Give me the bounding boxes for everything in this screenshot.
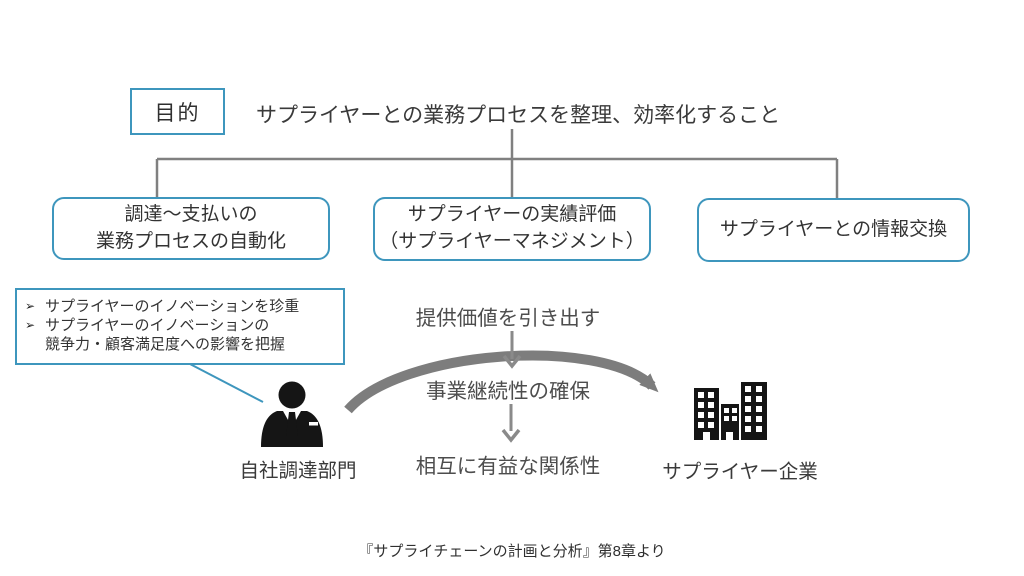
note-item-text: サプライヤーのイノベーションを珍重 [45, 298, 300, 315]
note-box: ➢ サプライヤーのイノベーションを珍重 ➢ サプライヤーのイノベーションの 競争… [15, 288, 345, 365]
purpose-statement: サプライヤーとの業務プロセスを整理、効率化すること [256, 104, 781, 127]
down-arrow-2 [501, 404, 521, 443]
flow-step-relationship: 相互に有益な関係性 [415, 455, 601, 478]
flow-step-value: 提供価値を引き出す [415, 307, 601, 330]
branch-box-performance-evaluation: サプライヤーの実績評価 （サプライヤーマネジメント） [373, 197, 651, 261]
actor-label-supplier: サプライヤー企業 [662, 461, 818, 483]
branch-line: 業務プロセスの自動化 [95, 230, 286, 252]
branch-line: サプライヤーとの情報交換 [719, 218, 948, 240]
branch-line: （サプライヤーマネジメント） [379, 231, 645, 252]
curved-arrow [344, 350, 659, 414]
callout-line [189, 363, 264, 403]
note-item: ➢ サプライヤーのイノベーションを珍重 [25, 297, 339, 316]
buildings-icon [694, 382, 767, 440]
source-caption: 『サプライチェーンの計画と分析』第8章より [358, 543, 666, 560]
note-item-text: サプライヤーのイノベーションの 競争力・顧客満足度への影響を把握 [45, 317, 286, 354]
flow-step-continuity: 事業継続性の確保 [426, 380, 590, 403]
arrow-bullet-icon: ➢ [25, 318, 36, 333]
branch-line: サプライヤーの実績評価 [407, 204, 617, 226]
branch-box-information-exchange: サプライヤーとの情報交換 [697, 198, 970, 262]
branch-line: 調達～支払いの [124, 203, 258, 225]
purpose-box: 目的 [130, 88, 225, 135]
purpose-label: 目的 [154, 101, 201, 125]
note-item: ➢ サプライヤーのイノベーションの 競争力・顧客満足度への影響を把握 [25, 316, 339, 354]
branch-box-process-automation: 調達～支払いの 業務プロセスの自動化 [52, 197, 330, 260]
tree-connector [155, 129, 839, 199]
actor-label-procurement: 自社調達部門 [239, 460, 357, 482]
businessman-icon [261, 381, 323, 447]
arrow-bullet-icon: ➢ [25, 299, 36, 313]
down-arrow-1 [502, 331, 522, 369]
